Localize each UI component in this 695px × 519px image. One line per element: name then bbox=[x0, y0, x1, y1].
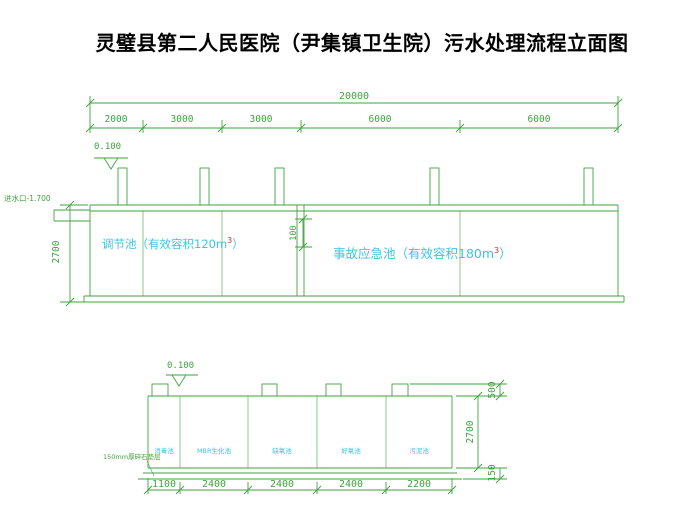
upper-dimension-lines bbox=[60, 96, 623, 307]
compartment-label: 消毒池 bbox=[154, 447, 174, 455]
elevation-label-lower: 0.100 bbox=[167, 361, 195, 371]
base-note-label: 150mm厚碎石垫层 bbox=[103, 453, 161, 461]
total-dimension-label: 20000 bbox=[338, 91, 370, 102]
inlet-pipe bbox=[53, 209, 90, 222]
bottom-dimension-label: 2400 bbox=[201, 479, 227, 490]
lower-dimension-lines bbox=[143, 379, 507, 495]
bottom-dimension-label: 2400 bbox=[338, 479, 364, 490]
right-dimension-label-top: 500 bbox=[487, 381, 499, 399]
tank-label-emergency: 事故应急池（有效容积180m3） bbox=[333, 247, 512, 261]
tank-label-regulation: 调节池（有效容积120m3） bbox=[102, 237, 244, 250]
tank-label-text: 调节池（有效容积120m bbox=[102, 236, 228, 251]
inlet-label: 进水口-1.700 bbox=[4, 194, 51, 203]
bottom-dimension-label: 2200 bbox=[406, 479, 432, 490]
compartment-label: 好氧池 bbox=[341, 447, 361, 455]
bottom-dimension-label: 2400 bbox=[269, 479, 295, 490]
tank-label-text: 事故应急池（有效容积180m bbox=[333, 246, 495, 262]
segment-dimension-label: 6000 bbox=[527, 114, 551, 125]
upper-elevation-marker bbox=[94, 157, 128, 170]
tank-depth-dimension-label: 2700 bbox=[51, 240, 63, 264]
compartment-label: 污泥池 bbox=[409, 447, 429, 455]
drawing-title: 灵璧县第二人民医院（尹集镇卫生院）污水处理流程立面图 bbox=[95, 33, 629, 55]
tank-label-close: ） bbox=[499, 246, 512, 262]
tank-label-close: ） bbox=[232, 236, 244, 251]
segment-dimension-label: 2000 bbox=[104, 114, 128, 125]
segment-dimension-label: 3000 bbox=[249, 114, 273, 125]
elevation-label-upper: 0.100 bbox=[94, 142, 122, 152]
segment-dimension-label: 6000 bbox=[368, 114, 392, 125]
compartment-label: MBR生化池 bbox=[196, 447, 232, 455]
bottom-dimension-label: 1100 bbox=[151, 479, 177, 490]
tank-label-superscript: 3 bbox=[494, 246, 500, 255]
segment-dimension-label: 3000 bbox=[170, 114, 194, 125]
lower-elevation-marker bbox=[166, 374, 198, 387]
compartment-label: 缺氧池 bbox=[272, 447, 292, 455]
upper-tank-structure bbox=[83, 167, 625, 303]
lower-tank-structure bbox=[138, 383, 462, 480]
gap-dimension-label: 100 bbox=[288, 225, 299, 241]
tank-label-superscript: 3 bbox=[227, 236, 233, 245]
right-dimension-label-middle: 2700 bbox=[465, 420, 477, 444]
right-dimension-label-bottom: 150 bbox=[487, 464, 499, 482]
